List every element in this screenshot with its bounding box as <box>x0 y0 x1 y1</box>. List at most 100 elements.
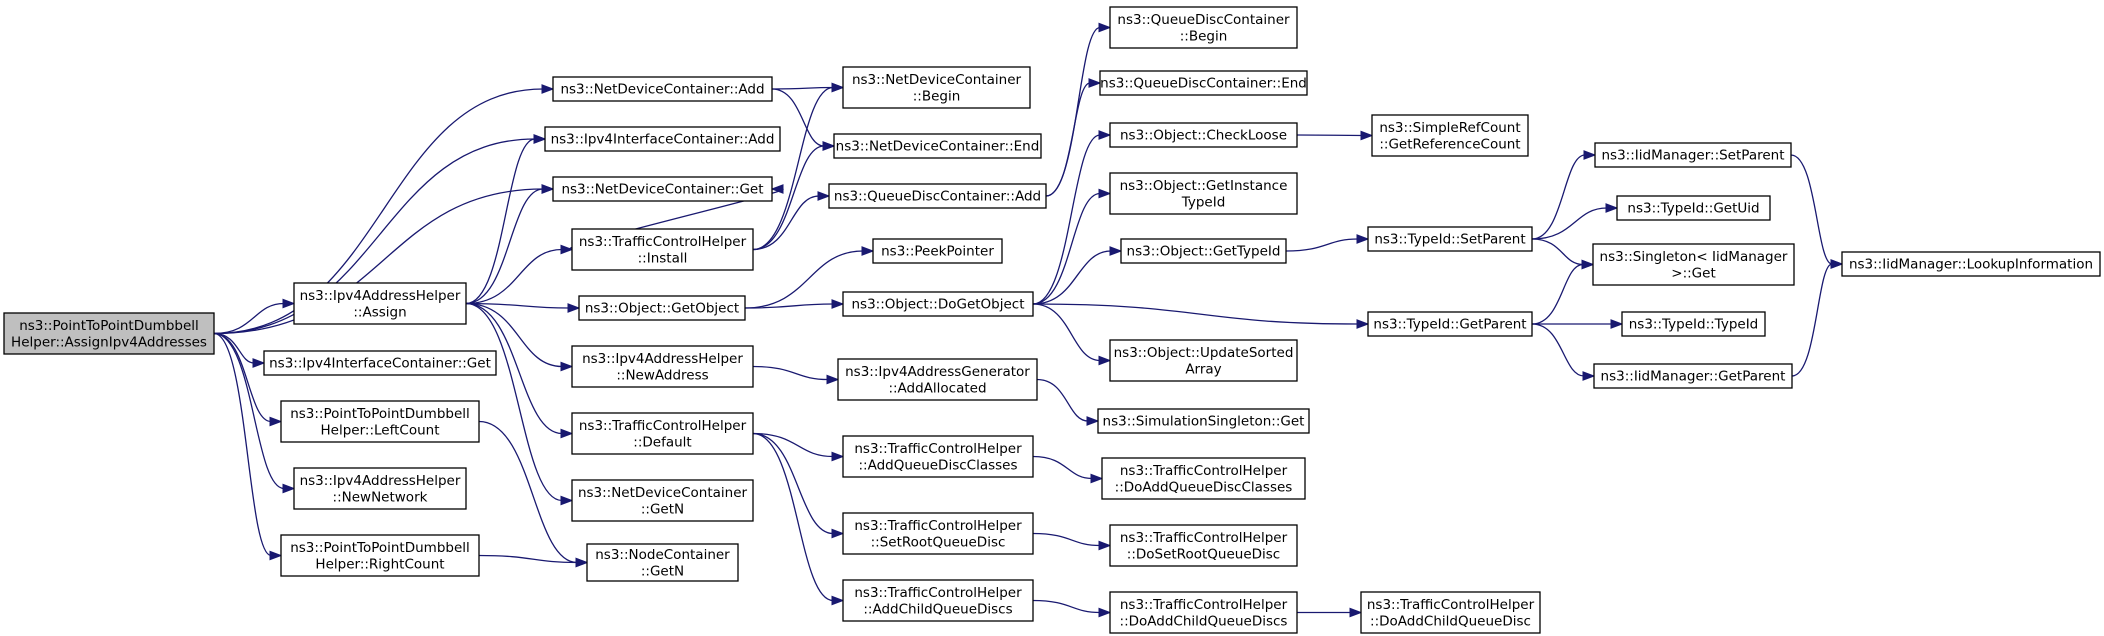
edge-line <box>771 86 834 90</box>
node-label: ns3::TypeId::SetParent <box>1374 232 1525 248</box>
edge-arrowhead <box>560 495 574 506</box>
node-iicGet[interactable]: ns3::Ipv4InterfaceContainer::Get <box>263 350 497 376</box>
edge-arrowhead <box>269 550 283 561</box>
node-newNetwork[interactable]: ns3::Ipv4AddressHelper::NewNetwork <box>293 467 467 510</box>
node-checkLoose[interactable]: ns3::Object::CheckLoose <box>1109 122 1298 148</box>
edge-doGetObject-to-updateSorted <box>1032 303 1112 366</box>
edge-tchDefault-to-setRootQD <box>752 432 845 539</box>
node-singletonGet[interactable]: ns3::Singleton< IidManager >::Get <box>1592 243 1795 286</box>
node-iidSetParent[interactable]: ns3::IidManager::SetParent <box>1594 142 1792 168</box>
node-ndcBegin[interactable]: ns3::NetDeviceContainer::Begin <box>842 66 1031 109</box>
node-label: ns3::Ipv4AddressHelper <box>300 473 461 489</box>
node-label: ns3::Object::UpdateSorted <box>1114 345 1294 361</box>
edge-root-to-newNetwork <box>213 332 296 494</box>
node-setRootQD[interactable]: ns3::TrafficControlHelper::SetRootQueueD… <box>842 512 1034 555</box>
node-box <box>837 358 1038 401</box>
node-addChildQDs[interactable]: ns3::TrafficControlHelper::AddChildQueue… <box>842 579 1034 622</box>
node-label: ::Assign <box>353 304 406 320</box>
node-simSingletonGet[interactable]: ns3::SimulationSingleton::Get <box>1097 408 1310 434</box>
node-newAddress[interactable]: ns3::Ipv4AddressHelper::NewAddress <box>571 345 754 388</box>
edge-line <box>1531 323 1585 377</box>
node-ndcGet[interactable]: ns3::NetDeviceContainer::Get <box>552 176 773 202</box>
edge-line <box>1032 599 1101 614</box>
node-doAddQDClasses[interactable]: ns3::TrafficControlHelper::DoAddQueueDis… <box>1101 457 1306 500</box>
edge-objGetObject-to-doGetObject <box>744 299 845 309</box>
node-box <box>544 126 781 152</box>
node-tchInstall[interactable]: ns3::TrafficControlHelper::Install <box>571 228 754 271</box>
node-iidGetParent[interactable]: ns3::IidManager::GetParent <box>1593 363 1793 389</box>
node-label: ns3::SimulationSingleton::Get <box>1103 414 1305 430</box>
edge-arrowhead <box>1582 371 1596 381</box>
node-label: ns3::Object::GetInstance <box>1120 178 1288 194</box>
edge-iahAssign-to-objGetObject <box>465 302 581 313</box>
node-qdcAdd[interactable]: ns3::QueueDiscContainer::Add <box>828 183 1047 209</box>
call-edges <box>213 22 1844 618</box>
edge-arrowhead <box>1098 540 1112 551</box>
node-ncGetN[interactable]: ns3::NodeContainer::GetN <box>586 543 739 582</box>
edge-arrowhead <box>252 358 266 368</box>
edge-line <box>1032 134 1101 305</box>
node-tidSetParent[interactable]: ns3::TypeId::SetParent <box>1367 226 1533 252</box>
node-peekPointer[interactable]: ns3::PeekPointer <box>872 238 1003 264</box>
edge-objGetObject-to-peekPointer <box>744 246 875 309</box>
node-label: ns3::IidManager::SetParent <box>1602 148 1785 164</box>
node-doAddChildQD[interactable]: ns3::TrafficControlHelper::DoAddChildQue… <box>1360 591 1541 634</box>
edge-line <box>478 420 578 564</box>
node-getRefCount[interactable]: ns3::SimpleRefCount::GetReferenceCount <box>1371 114 1529 157</box>
node-box <box>571 228 754 271</box>
node-lookupInfo[interactable]: ns3::IidManager::LookupInformation <box>1841 251 2101 277</box>
edge-iahAssign-to-ndcGet <box>465 184 555 305</box>
edge-line <box>744 250 864 309</box>
node-iahAssign[interactable]: ns3::Ipv4AddressHelper::Assign <box>293 282 467 325</box>
node-doSetRootQD[interactable]: ns3::TrafficControlHelper::DoSetRootQueu… <box>1109 524 1298 567</box>
edge-arrowhead <box>1360 130 1374 141</box>
node-label: Array <box>1185 361 1221 377</box>
edge-line <box>752 86 834 251</box>
node-label: ns3::TypeId::GetUid <box>1627 201 1759 217</box>
edge-arrowhead <box>770 184 784 194</box>
node-label: ::NewAddress <box>616 367 708 383</box>
node-ndcEnd[interactable]: ns3::NetDeviceContainer::End <box>833 133 1042 159</box>
node-tidGetParent[interactable]: ns3::TypeId::GetParent <box>1367 311 1533 337</box>
node-box <box>1109 172 1298 215</box>
node-qdcEnd[interactable]: ns3::QueueDiscContainer::End <box>1099 70 1308 96</box>
node-root[interactable]: ns3::PointToPointDumbbellHelper::AssignI… <box>3 312 215 355</box>
node-label: >::Get <box>1671 265 1715 281</box>
node-doAddChildQDs[interactable]: ns3::TrafficControlHelper::DoAddChildQue… <box>1109 591 1298 634</box>
edge-arrowhead <box>831 299 845 309</box>
edge-arrowhead <box>1086 416 1100 426</box>
node-doGetObject[interactable]: ns3::Object::DoGetObject <box>842 291 1034 317</box>
edge-arrowhead <box>269 416 283 427</box>
edge-line <box>1032 250 1112 305</box>
node-objGetTypeId[interactable]: ns3::Object::GetTypeId <box>1120 238 1287 264</box>
node-rightCount[interactable]: ns3::PointToPointDumbbellHelper::RightCo… <box>280 534 480 577</box>
edge-line <box>213 332 272 423</box>
node-box <box>1097 408 1310 434</box>
node-tchDefault[interactable]: ns3::TrafficControlHelper::Default <box>571 412 754 455</box>
edge-arrowhead <box>1356 234 1370 244</box>
node-iicAdd[interactable]: ns3::Ipv4InterfaceContainer::Add <box>544 126 781 152</box>
node-box <box>1616 195 1771 221</box>
node-addAllocated[interactable]: ns3::Ipv4AddressGenerator::AddAllocated <box>837 358 1038 401</box>
node-box <box>280 400 480 443</box>
edge-root-to-ndcAdd <box>213 84 555 335</box>
node-ndcGetN[interactable]: ns3::NetDeviceContainer::GetN <box>571 479 754 522</box>
edge-addChildQDs-to-doAddChildQDs <box>1032 599 1112 618</box>
node-objGetObject[interactable]: ns3::Object::GetObject <box>578 295 746 321</box>
edge-line <box>1531 207 1608 240</box>
edge-line <box>1296 134 1363 137</box>
node-label: ns3::PointToPointDumbbell <box>290 540 470 556</box>
node-qdcBegin[interactable]: ns3::QueueDiscContainer::Begin <box>1109 6 1298 49</box>
edge-tchInstall-to-ndcEnd <box>752 141 836 251</box>
node-tidTypeId[interactable]: ns3::TypeId::TypeId <box>1621 311 1766 337</box>
node-ndcAdd[interactable]: ns3::NetDeviceContainer::Add <box>552 76 773 102</box>
node-label: ns3::IidManager::GetParent <box>1601 369 1786 385</box>
node-addQDClasses[interactable]: ns3::TrafficControlHelper::AddQueueDiscC… <box>842 435 1034 478</box>
edge-line <box>465 302 563 435</box>
node-label: ns3::Ipv4AddressGenerator <box>845 364 1030 380</box>
node-tidGetUid[interactable]: ns3::TypeId::GetUid <box>1616 195 1771 221</box>
node-leftCount[interactable]: ns3::PointToPointDumbbellHelper::LeftCou… <box>280 400 480 443</box>
